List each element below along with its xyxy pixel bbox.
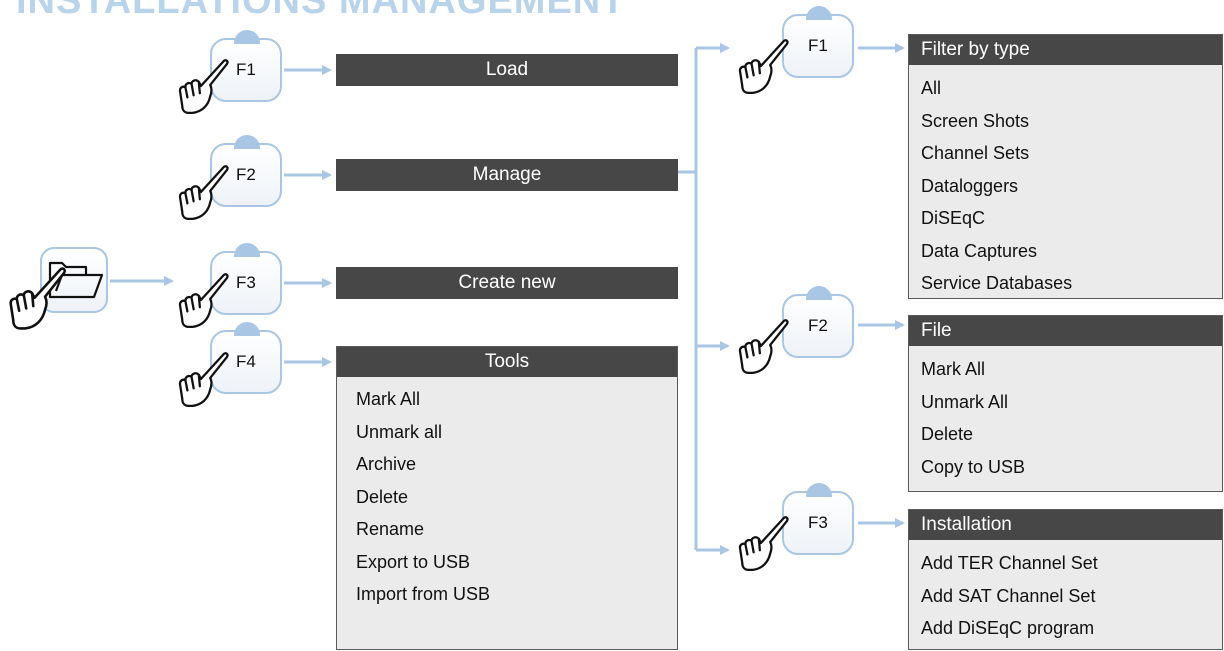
key-nub	[806, 286, 832, 300]
key-label: F2	[236, 165, 256, 184]
pointing-hand-icon	[178, 59, 229, 115]
installation-menu: Installation Add TER Channel Set Add SAT…	[908, 509, 1223, 650]
create-new-bar[interactable]: Create new	[336, 267, 678, 299]
pointing-hand-icon	[9, 267, 66, 330]
manage-key-f3[interactable]: F3	[782, 483, 854, 555]
key-nub	[806, 483, 832, 497]
key-nub	[234, 135, 260, 149]
key-label: F1	[808, 36, 828, 55]
key-label: F4	[236, 352, 256, 371]
menu-item[interactable]: Data Captures	[921, 240, 1038, 261]
pointing-hand-icon	[738, 516, 789, 572]
menu-item[interactable]: Rename	[356, 519, 425, 539]
menu-item[interactable]: Mark All	[921, 359, 986, 379]
pointing-hand-icon	[738, 39, 789, 95]
menu-item[interactable]: Screen Shots	[921, 110, 1030, 131]
tools-menu: Tools Mark All Unmark all Archive Delete…	[336, 346, 678, 650]
pointing-hand-icon	[178, 352, 229, 408]
menu-item[interactable]: Archive	[356, 454, 417, 474]
menu-item[interactable]: DiSEqC	[921, 208, 986, 228]
load-bar[interactable]: Load	[336, 54, 678, 86]
tools-menu-title: Tools	[337, 347, 677, 377]
menu-item[interactable]: Unmark All	[921, 391, 1009, 412]
filter-by-type-menu: Filter by type All Screen Shots Channel …	[908, 34, 1223, 299]
installation-menu-title: Installation	[909, 510, 1222, 540]
pointing-hand-icon	[178, 273, 229, 329]
menu-item[interactable]: Copy to USB	[921, 456, 1026, 477]
pointing-hand-icon	[738, 319, 789, 375]
key-label: F3	[808, 513, 828, 532]
key-nub	[234, 243, 260, 257]
page-title: INSTALLATIONS MANAGEMENT	[16, 0, 626, 22]
menu-item[interactable]: Add DiSEqC program	[921, 618, 1095, 638]
menu-item[interactable]: Delete	[356, 486, 409, 507]
file-menu-title: File	[909, 316, 1222, 346]
pointing-hand-icon	[178, 165, 229, 221]
menu-item[interactable]: Unmark all	[356, 421, 443, 442]
manage-bar[interactable]: Manage	[336, 159, 678, 191]
file-menu: File Mark All Unmark All Delete Copy to …	[908, 315, 1223, 492]
key-nub	[234, 30, 260, 44]
menu-item[interactable]: All	[921, 78, 942, 98]
key-label: F1	[236, 60, 256, 79]
menu-item[interactable]: Service Databases	[921, 273, 1073, 293]
menu-item[interactable]: Channel Sets	[921, 143, 1030, 163]
key-nub	[234, 322, 260, 336]
key-label: F2	[808, 316, 828, 335]
key-label: F3	[236, 273, 256, 292]
menu-item[interactable]: Mark All	[356, 389, 421, 409]
menu-item[interactable]: Add SAT Channel Set	[921, 585, 1096, 606]
filter-menu-title: Filter by type	[909, 35, 1222, 65]
menu-item[interactable]: Add TER Channel Set	[921, 553, 1098, 573]
key-nub	[806, 6, 832, 20]
menu-item[interactable]: Delete	[921, 424, 974, 444]
manage-key-f2[interactable]: F2	[782, 286, 854, 358]
menu-item[interactable]: Import from USB	[356, 584, 491, 604]
manage-key-f1[interactable]: F1	[782, 6, 854, 78]
menu-item[interactable]: Export to USB	[356, 551, 471, 572]
menu-item[interactable]: Dataloggers	[921, 175, 1019, 196]
